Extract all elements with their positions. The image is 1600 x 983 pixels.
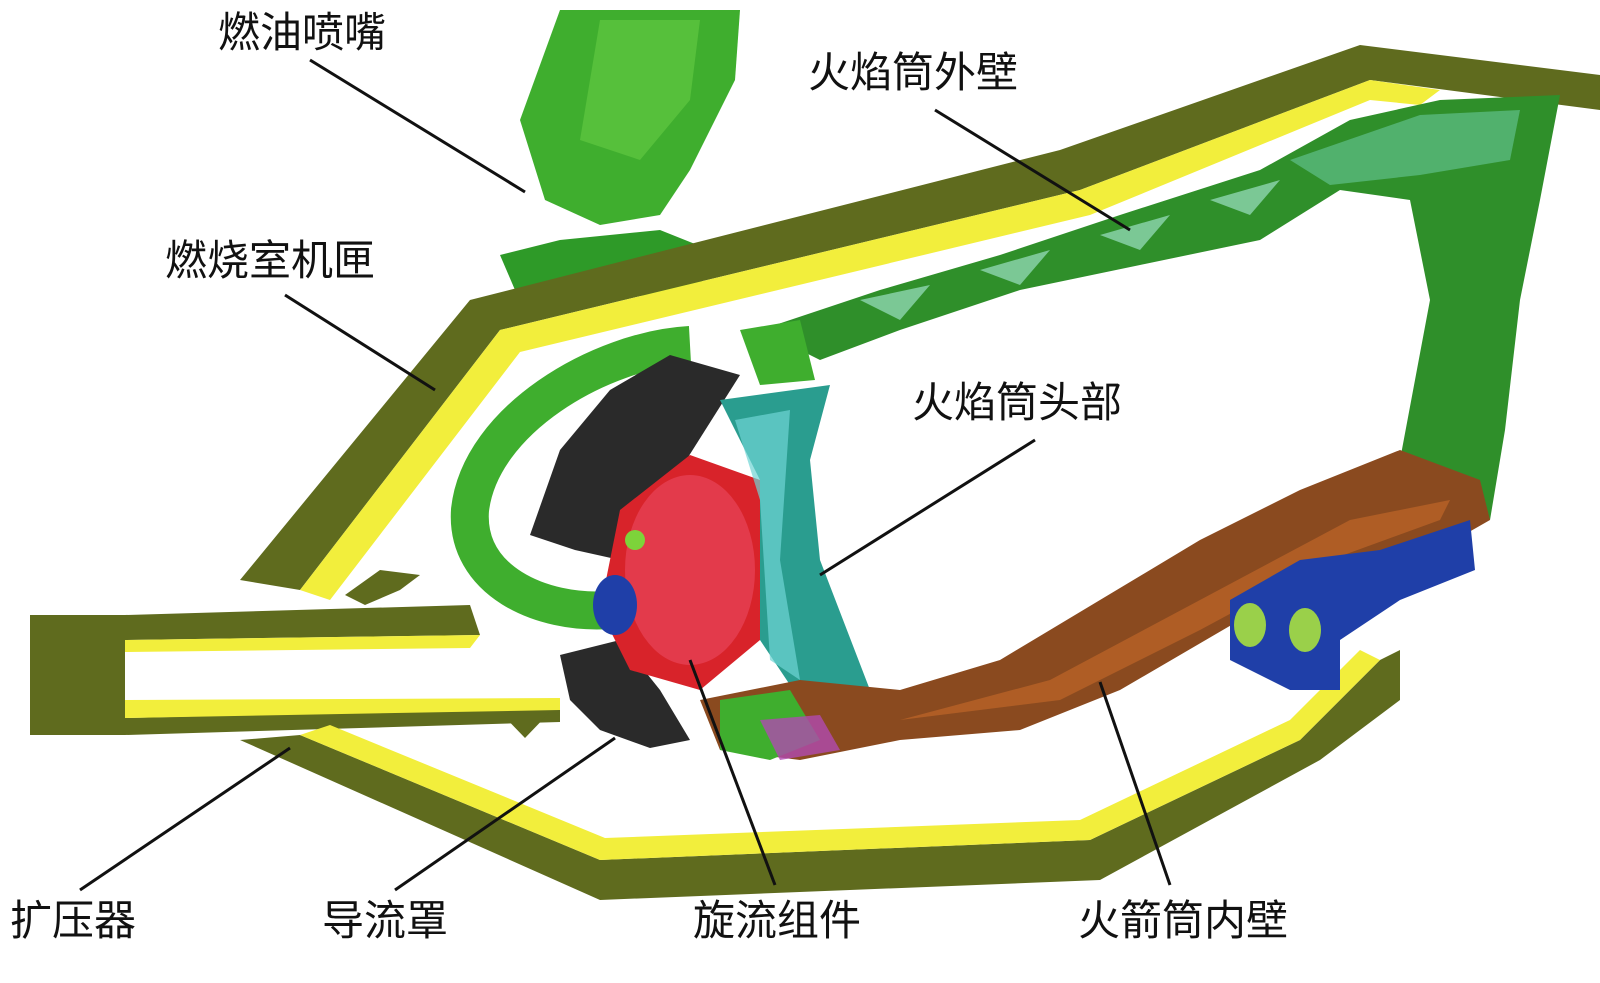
leader-swirler [688, 659, 777, 886]
leader-cowl [394, 736, 616, 892]
cowl-shape [530, 355, 740, 748]
label-liner-dome: 火焰筒头部 [912, 378, 1123, 427]
leader-liner-dome [819, 438, 1036, 577]
label-fuel-nozzle: 燃油喷嘴 [218, 8, 387, 57]
leader-lines [79, 58, 1172, 892]
label-swirler-assembly: 旋流组件 [693, 896, 862, 945]
leader-liner-inner-wall [1098, 681, 1172, 886]
leader-fuel-nozzle [309, 58, 526, 194]
label-diffuser: 扩压器 [10, 896, 137, 945]
label-combustor-casing: 燃烧室机匣 [165, 236, 376, 285]
leader-combustor-casing [284, 293, 436, 392]
liner-inner-wall-shape [700, 450, 1490, 760]
liner-outer-wall [760, 95, 1560, 520]
leader-liner-outer-wall [934, 108, 1131, 232]
label-cowl: 导流罩 [322, 896, 449, 945]
combustor-casing [30, 45, 1600, 900]
fuel-feed-pipe [450, 326, 692, 630]
liner-dome-shape [720, 320, 870, 700]
label-liner-outer-wall: 火焰筒外壁 [808, 48, 1019, 97]
label-liner-inner-wall: 火箭筒内壁 [1078, 896, 1289, 945]
swirler-shape [593, 455, 760, 690]
leader-diffuser [79, 746, 291, 892]
